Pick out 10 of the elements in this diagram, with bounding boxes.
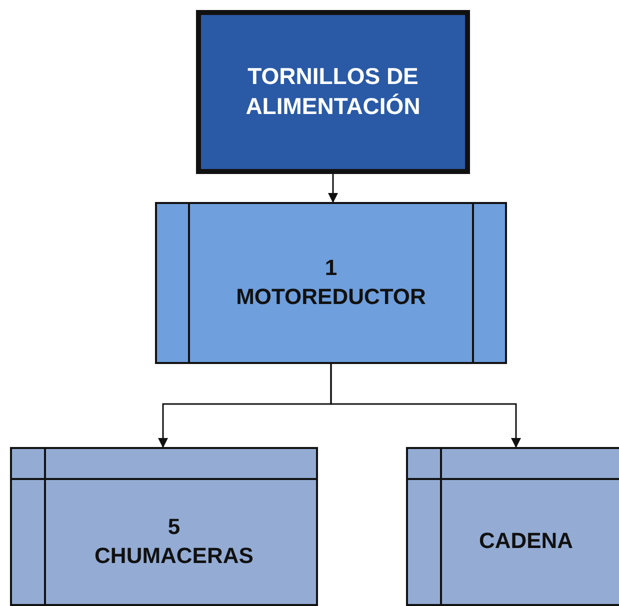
internal-storage-box <box>406 447 619 606</box>
process-box <box>196 10 470 174</box>
box-label: 1 MOTOREDUCTOR <box>236 254 426 311</box>
arrow <box>330 364 521 448</box>
box-label: 5 CHUMACERAS <box>94 512 254 570</box>
arrow <box>328 174 338 203</box>
box-label: TORNILLOS DE ALIMENTACIÓN <box>244 62 422 121</box>
internal-storage-box <box>10 447 318 606</box>
box-label: CADENA <box>478 527 574 556</box>
predefined-process-box <box>155 202 507 364</box>
